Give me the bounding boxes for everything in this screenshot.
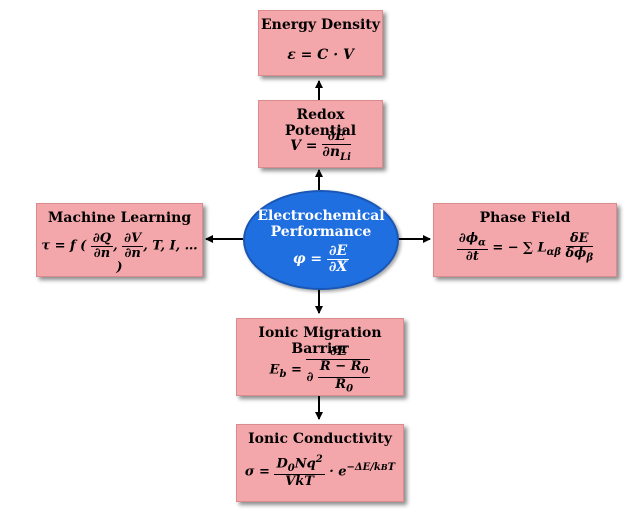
redox-potential-title: Redox Potential [284,107,357,139]
ionic-migration-barrier-title: Ionic Migration Barrier [258,325,382,357]
redox-potential-box: Redox Potential V = ∂E ∂nLi [258,100,383,168]
ionic-conductivity-title: Ionic Conductivity [248,431,392,447]
energy-density-title: Energy Density [261,17,380,33]
ionic-migration-barrier-box: Ionic Migration Barrier Eb = ∂E ∂ R − R0… [236,318,404,396]
redox-potential-formula: V = ∂E ∂nLi [290,128,351,163]
energy-density-formula: ε = C · V [287,47,354,63]
phase-field-title: Phase Field [479,210,571,226]
machine-learning-title: Machine Learning [47,210,192,226]
energy-density-box: Energy Density ε = C · V [258,10,383,76]
machine-learning-box: Machine Learning τ = f ( ∂Q ∂n , ∂V ∂n ,… [36,203,203,277]
center-title-line1: Electrochemical [257,208,385,224]
ionic-conductivity-box: Ionic Conductivity σ = D0Nq2 VkT · e−ΔE/… [236,424,404,502]
center-title-line2: Performance [270,224,372,240]
electrochemical-performance-node: Electrochemical Performance φ = ∂E ∂X [243,190,399,290]
phase-field-formula: ∂ϕα ∂t = − ∑ Lαβ δE δϕβ [456,231,594,265]
phase-field-box: Phase Field ∂ϕα ∂t = − ∑ Lαβ δE δϕβ [433,203,617,277]
machine-learning-formula: τ = f ( ∂Q ∂n , ∂V ∂n , T, I, … ) [41,231,198,276]
ionic-conductivity-formula: σ = D0Nq2 VkT · e−ΔE/kBT [244,454,396,490]
ionic-migration-barrier-formula: Eb = ∂E ∂ R − R0 R0 [269,344,371,395]
center-formula: φ = ∂E ∂X [292,243,350,275]
